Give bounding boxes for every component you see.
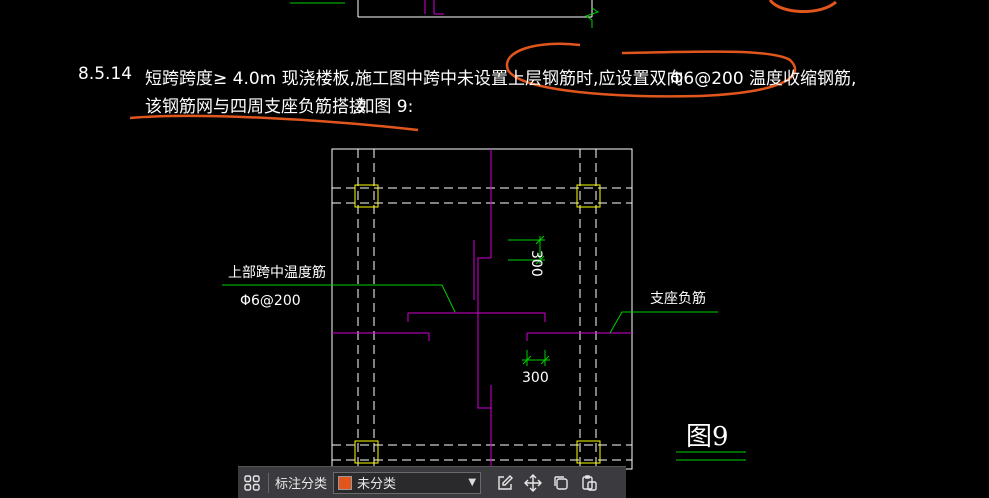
- move-icon[interactable]: [519, 469, 547, 497]
- dim-vertical: [508, 235, 545, 265]
- dim-vertical-value: 300: [528, 250, 544, 277]
- figure-label: 图9: [686, 422, 729, 452]
- clause-line2-text: 该钢筋网与四周支座负筋搭接: [145, 97, 366, 117]
- label-support-rebar: 支座负筋: [650, 291, 706, 307]
- paste-icon[interactable]: [575, 469, 603, 497]
- clause-number: 8.5.14: [78, 64, 133, 84]
- grid-app-icon[interactable]: [238, 469, 266, 497]
- label-top-temp-spec: Φ6@200: [240, 293, 301, 309]
- hand-markup: [129, 42, 797, 132]
- dim-horizontal: [522, 350, 550, 366]
- column: [576, 440, 601, 464]
- column: [576, 184, 601, 208]
- category-value: 未分类: [357, 477, 397, 492]
- category-select[interactable]: 未分类 ▼: [333, 471, 482, 494]
- category-label: 标注分类: [275, 477, 328, 492]
- clause-line2-ref: ,如图 9:: [352, 97, 414, 117]
- edit-icon[interactable]: [491, 469, 519, 497]
- top-fragment: [290, 0, 837, 28]
- toolbar-divider: [268, 472, 269, 493]
- leader-support-rebar: [609, 311, 718, 334]
- chevron-down-icon: ▼: [468, 477, 477, 488]
- column: [354, 440, 379, 464]
- figure-9-plan: [222, 148, 718, 470]
- markup-toolbar: 标注分类 未分类 ▼: [238, 466, 626, 498]
- leader-temp-rebar: [222, 284, 456, 313]
- clause-line1-spec: Φ6@200 温度收缩钢筋,: [670, 69, 857, 89]
- column: [354, 184, 379, 208]
- category-color-swatch: [338, 475, 353, 490]
- clause-line1-text: 短跨跨度≥ 4.0m 现浇楼板,施工图中跨中未设置上层钢筋时,应设置双向: [145, 69, 684, 89]
- label-top-temp-rebar: 上部跨中温度筋: [228, 265, 326, 281]
- copy-icon[interactable]: [547, 469, 575, 497]
- dim-horizontal-value: 300: [522, 370, 549, 386]
